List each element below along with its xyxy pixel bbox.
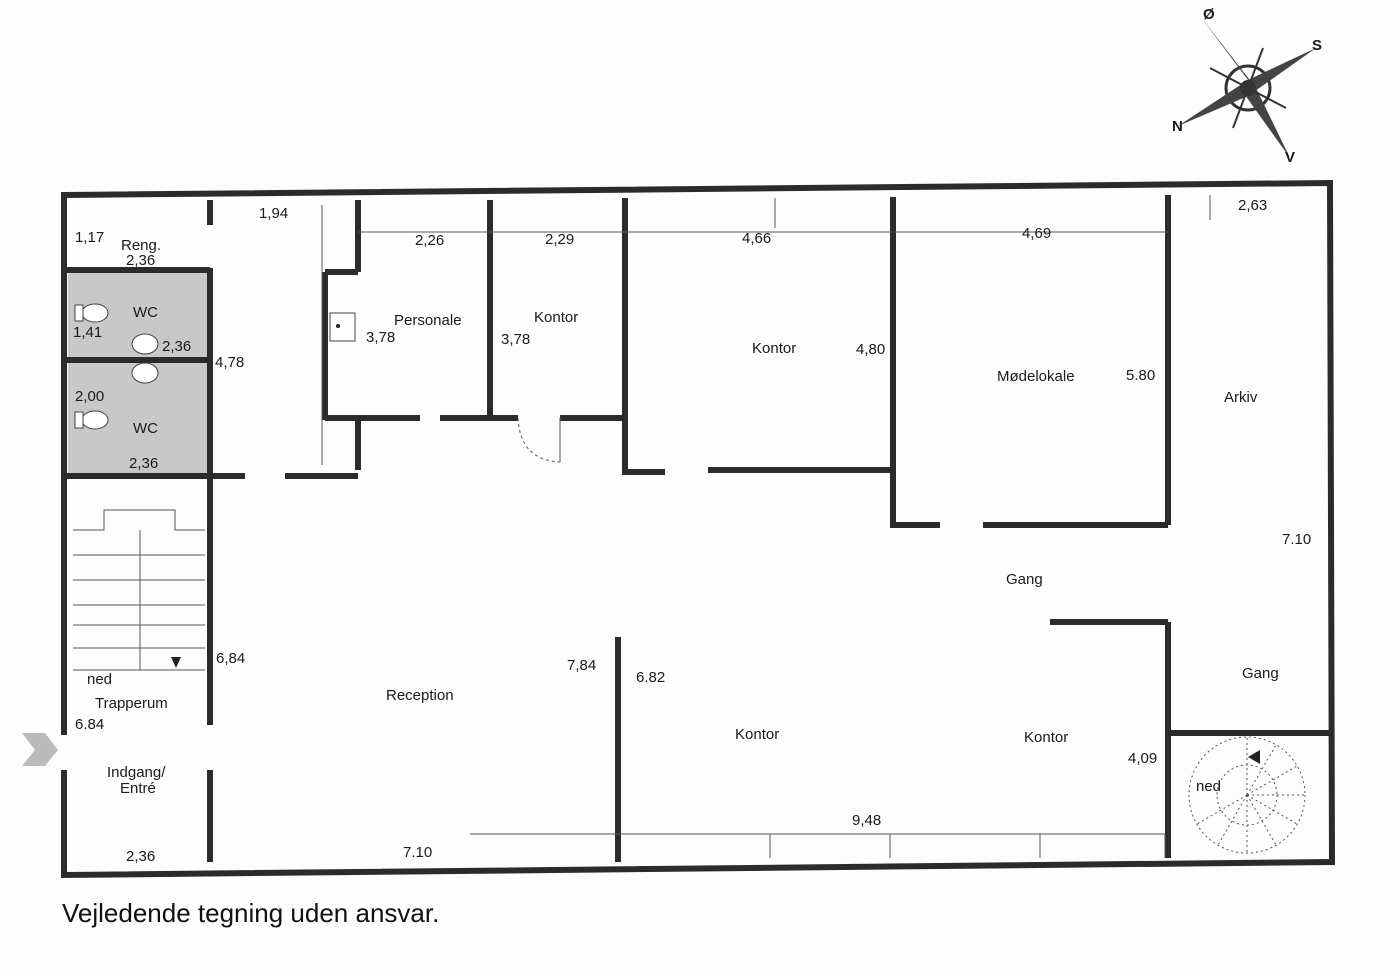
- room-label-trapperum: Trapperum: [95, 695, 168, 712]
- svg-text:6.84: 6.84: [75, 716, 104, 733]
- svg-text:6,84: 6,84: [216, 650, 245, 667]
- svg-text:2,26: 2,26: [415, 232, 444, 249]
- room-label-reng: Reng.: [121, 237, 161, 254]
- compass-north-label: N: [1172, 118, 1183, 135]
- stair-label-ned: ned: [1196, 778, 1221, 795]
- room-label-arkiv: Arkiv: [1224, 389, 1258, 406]
- sink-icon: [131, 333, 159, 384]
- svg-text:1,41: 1,41: [73, 324, 102, 341]
- room-label-wc: WC: [133, 420, 158, 437]
- sink-icon: [329, 312, 356, 342]
- compass-west-label: V: [1285, 149, 1295, 166]
- entrance-arrow-icon: [22, 733, 58, 766]
- room-label-wc: WC: [133, 304, 158, 321]
- svg-text:4,78: 4,78: [215, 354, 244, 371]
- toilet-icon: [74, 303, 109, 323]
- dimension-labels: 1,17 2,36 1,94 2,26 2,29 4,66 4,69 2,63 …: [73, 197, 1311, 865]
- spiral-staircase: [1188, 736, 1306, 854]
- spiral-arrow-icon: [1248, 750, 1260, 764]
- svg-text:4,66: 4,66: [742, 230, 771, 247]
- toilet-icon: [74, 410, 109, 430]
- svg-text:2,36: 2,36: [126, 252, 155, 269]
- compass-south-label: S: [1312, 37, 1322, 54]
- svg-text:4,69: 4,69: [1022, 225, 1051, 242]
- outer-wall: [61, 179, 1336, 879]
- svg-text:4,80: 4,80: [856, 341, 885, 358]
- room-label-kontor: Kontor: [752, 340, 796, 357]
- compass-rose-icon: [1178, 16, 1316, 158]
- room-label-kontor: Kontor: [735, 726, 779, 743]
- room-label-kontor: Kontor: [1024, 729, 1068, 746]
- svg-text:2,29: 2,29: [545, 231, 574, 248]
- room-label-indgang: Indgang/: [107, 764, 166, 781]
- svg-text:7,84: 7,84: [567, 657, 596, 674]
- room-label-modelokale: Mødelokale: [997, 368, 1075, 385]
- stair-label-ned: ned: [87, 671, 112, 688]
- svg-text:2,36: 2,36: [129, 455, 158, 472]
- stair-down-arrow-icon: [171, 657, 181, 668]
- interior-walls: [65, 195, 1330, 862]
- svg-text:4,09: 4,09: [1128, 750, 1157, 767]
- room-label-reception: Reception: [386, 687, 454, 704]
- disclaimer-text: Vejledende tegning uden ansvar.: [62, 898, 440, 928]
- svg-text:2,36: 2,36: [162, 338, 191, 355]
- svg-text:2,00: 2,00: [75, 388, 104, 405]
- svg-text:9,48: 9,48: [852, 812, 881, 829]
- svg-text:1,17: 1,17: [75, 229, 104, 246]
- room-label-kontor: Kontor: [534, 309, 578, 326]
- staircase: [73, 509, 205, 671]
- svg-text:2,63: 2,63: [1238, 197, 1267, 214]
- room-label-personale: Personale: [394, 312, 462, 329]
- svg-text:7.10: 7.10: [403, 844, 432, 861]
- svg-text:2,36: 2,36: [126, 848, 155, 865]
- room-label-entre: Entré: [120, 780, 156, 797]
- svg-text:3,78: 3,78: [366, 329, 395, 346]
- room-label-gang: Gang: [1006, 571, 1043, 588]
- svg-text:7.10: 7.10: [1282, 531, 1311, 548]
- svg-text:5.80: 5.80: [1126, 367, 1155, 384]
- room-label-gang: Gang: [1242, 665, 1279, 682]
- svg-text:1,94: 1,94: [259, 205, 288, 222]
- compass-east-label: Ø: [1203, 6, 1215, 23]
- svg-text:3,78: 3,78: [501, 331, 530, 348]
- svg-text:6.82: 6.82: [636, 669, 665, 686]
